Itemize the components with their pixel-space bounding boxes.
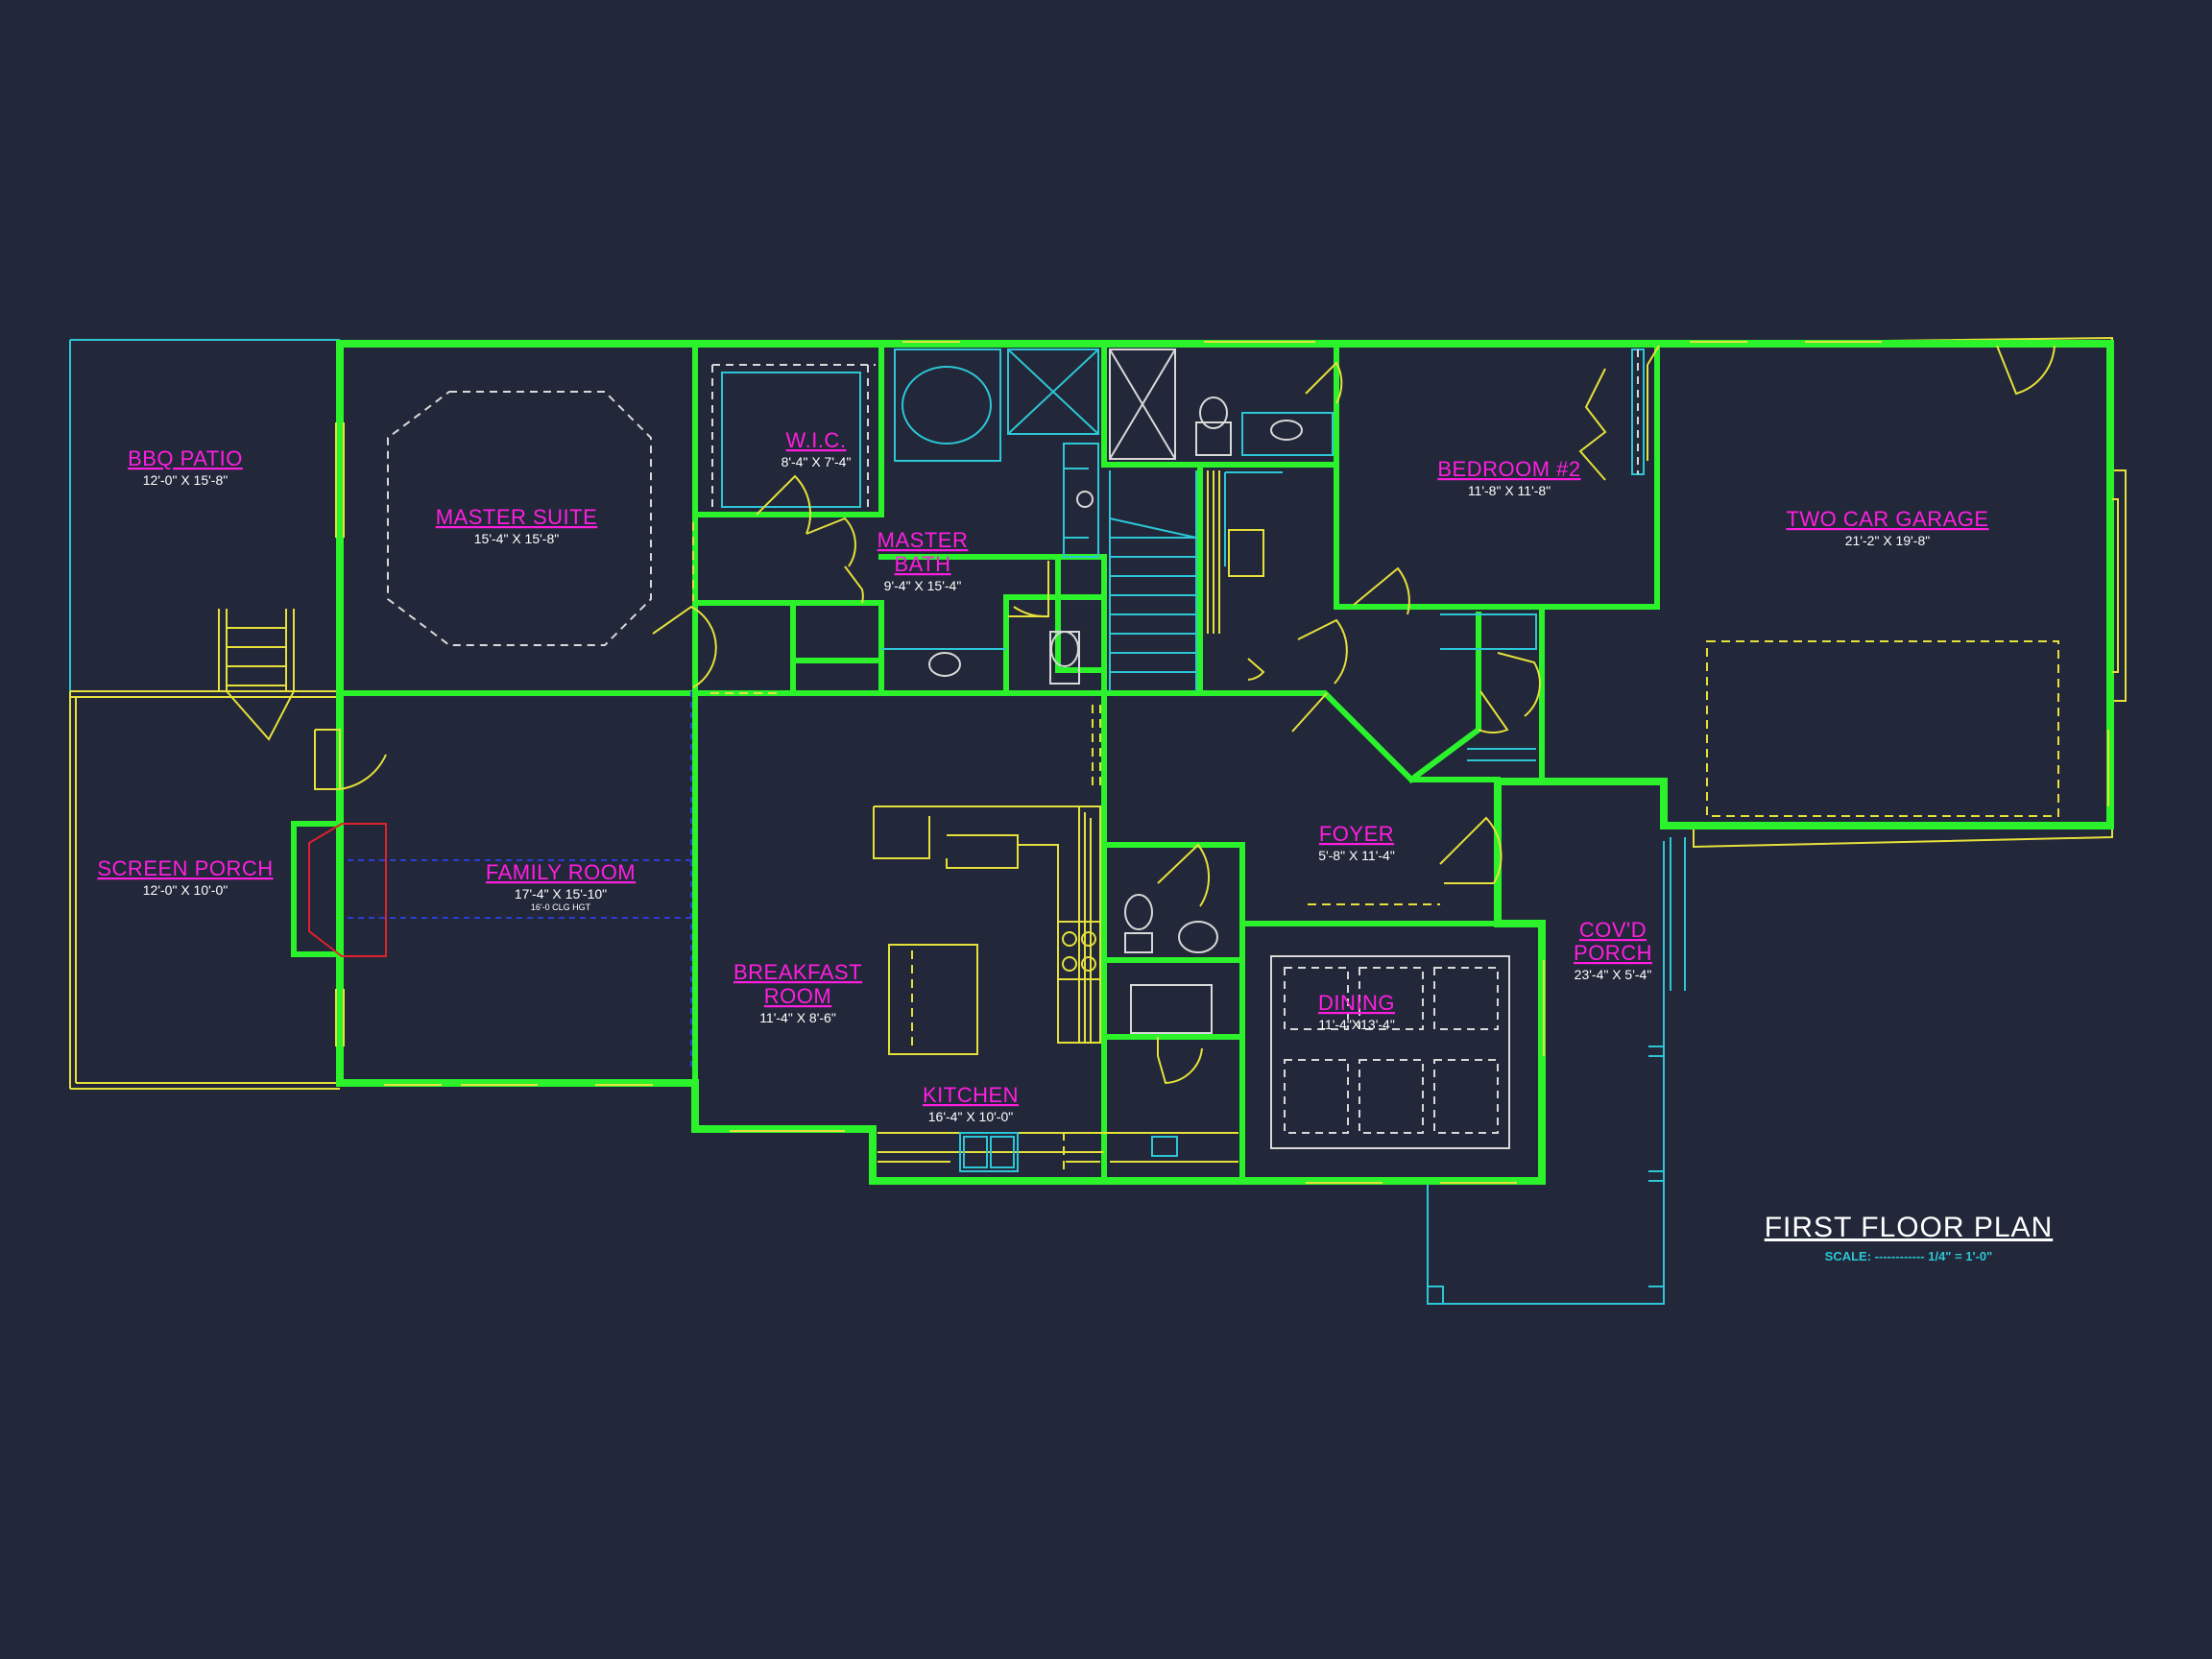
label-master-suite: MASTER SUITE 15'-4" X 15'-8" xyxy=(436,505,598,546)
family-ceiling-line xyxy=(348,691,692,1068)
label-breakfast: BREAKFAST ROOM 11'-4" X 8'-6" xyxy=(733,960,862,1025)
patio-stairs xyxy=(218,609,295,741)
label-master-bath: MASTER BATH 9'-4" X 15'-4" xyxy=(878,528,969,593)
svg-text:16'-4" X 10'-0": 16'-4" X 10'-0" xyxy=(928,1109,1013,1124)
svg-text:COV'D: COV'D xyxy=(1579,918,1647,942)
svg-text:17'-4" X 15'-10": 17'-4" X 15'-10" xyxy=(515,886,607,902)
svg-text:BREAKFAST: BREAKFAST xyxy=(733,960,862,984)
svg-text:BBQ PATIO: BBQ PATIO xyxy=(128,446,243,470)
svg-text:MASTER: MASTER xyxy=(878,528,969,552)
hall-bath-fixtures xyxy=(1109,349,1334,577)
svg-text:MASTER SUITE: MASTER SUITE xyxy=(436,505,598,529)
svg-text:PORCH: PORCH xyxy=(1574,941,1652,965)
svg-text:11'-4"X13'-4": 11'-4"X13'-4" xyxy=(1318,1017,1395,1032)
svg-text:15'-4" X 15'-8": 15'-4" X 15'-8" xyxy=(474,531,559,546)
plan-title: FIRST FLOOR PLAN xyxy=(1765,1212,2054,1243)
label-covd-porch: COV'D PORCH 23'-4" X 5'-4" xyxy=(1574,918,1652,982)
door-swings xyxy=(314,345,2056,1085)
fireplace xyxy=(308,823,387,957)
dining-table xyxy=(1270,955,1510,1149)
master-bath-fixtures xyxy=(881,349,1099,685)
svg-text:9'-4" X 15'-4": 9'-4" X 15'-4" xyxy=(884,578,962,593)
svg-text:BATH: BATH xyxy=(894,552,950,576)
svg-text:21'-2" X 19'-8": 21'-2" X 19'-8" xyxy=(1845,533,1930,548)
svg-text:KITCHEN: KITCHEN xyxy=(923,1083,1019,1107)
tray-ceiling-octagon xyxy=(387,391,652,646)
wic-shelving xyxy=(711,364,876,509)
svg-text:W.I.C.: W.I.C. xyxy=(786,428,847,452)
svg-text:BEDROOM #2: BEDROOM #2 xyxy=(1437,457,1580,481)
svg-text:TWO CAR GARAGE: TWO CAR GARAGE xyxy=(1786,507,1988,531)
svg-text:23'-4" X 5'-4": 23'-4" X 5'-4" xyxy=(1575,967,1652,982)
interior-walls xyxy=(291,341,1667,1184)
exterior-outlines xyxy=(69,336,2127,1305)
label-screen-porch: SCREEN PORCH 12'-0" X 10'-0" xyxy=(97,856,273,898)
entry-details xyxy=(1440,345,1660,761)
svg-text:8'-4" X 7'-4": 8'-4" X 7'-4" xyxy=(781,454,852,469)
powder-room xyxy=(1124,894,1218,1157)
svg-text:SCREEN PORCH: SCREEN PORCH xyxy=(97,856,273,880)
label-bbq-patio: BBQ PATIO 12'-0" X 15'-8" xyxy=(128,446,243,488)
svg-text:11'-4" X 8'-6": 11'-4" X 8'-6" xyxy=(759,1010,836,1025)
plan-scale: SCALE: ------------ 1/4" = 1'-0" xyxy=(1825,1249,1993,1263)
label-dining: DINING 11'-4"X13'-4" xyxy=(1318,991,1395,1032)
svg-text:FOYER: FOYER xyxy=(1319,822,1394,846)
label-foyer: FOYER 5'-8" X 11'-4" xyxy=(1318,822,1395,863)
svg-text:12'-0" X 10'-0": 12'-0" X 10'-0" xyxy=(143,882,228,898)
plan-title-block: FIRST FLOOR PLAN SCALE: ------------ 1/4… xyxy=(1765,1212,2054,1263)
svg-text:12'-0" X 15'-8": 12'-0" X 15'-8" xyxy=(143,472,228,488)
label-bedroom2: BEDROOM #2 11'-8" X 11'-8" xyxy=(1437,457,1580,498)
label-garage: TWO CAR GARAGE 21'-2" X 19'-8" xyxy=(1786,507,1988,548)
svg-text:ROOM: ROOM xyxy=(764,984,831,1008)
label-family-room: FAMILY ROOM 17'-4" X 15'-10" 16'-0 CLG H… xyxy=(486,860,636,912)
bedroom2-closet xyxy=(1578,349,1645,481)
label-kitchen: KITCHEN 16'-4" X 10'-0" xyxy=(923,1083,1019,1124)
exterior-walls xyxy=(336,340,2114,1185)
kitchen-cabinets xyxy=(873,805,1238,1175)
svg-text:16'-0 CLG HGT: 16'-0 CLG HGT xyxy=(531,902,591,912)
svg-text:11'-8" X 11'-8": 11'-8" X 11'-8" xyxy=(1468,483,1551,498)
main-stair xyxy=(1109,470,1220,691)
svg-text:FAMILY ROOM: FAMILY ROOM xyxy=(486,860,636,884)
svg-text:5'-8" X 11'-4": 5'-8" X 11'-4" xyxy=(1318,848,1395,863)
label-wic: W.I.C. 8'-4" X 7'-4" xyxy=(781,428,852,469)
windows xyxy=(335,341,2119,1184)
svg-text:DINING: DINING xyxy=(1318,991,1395,1015)
